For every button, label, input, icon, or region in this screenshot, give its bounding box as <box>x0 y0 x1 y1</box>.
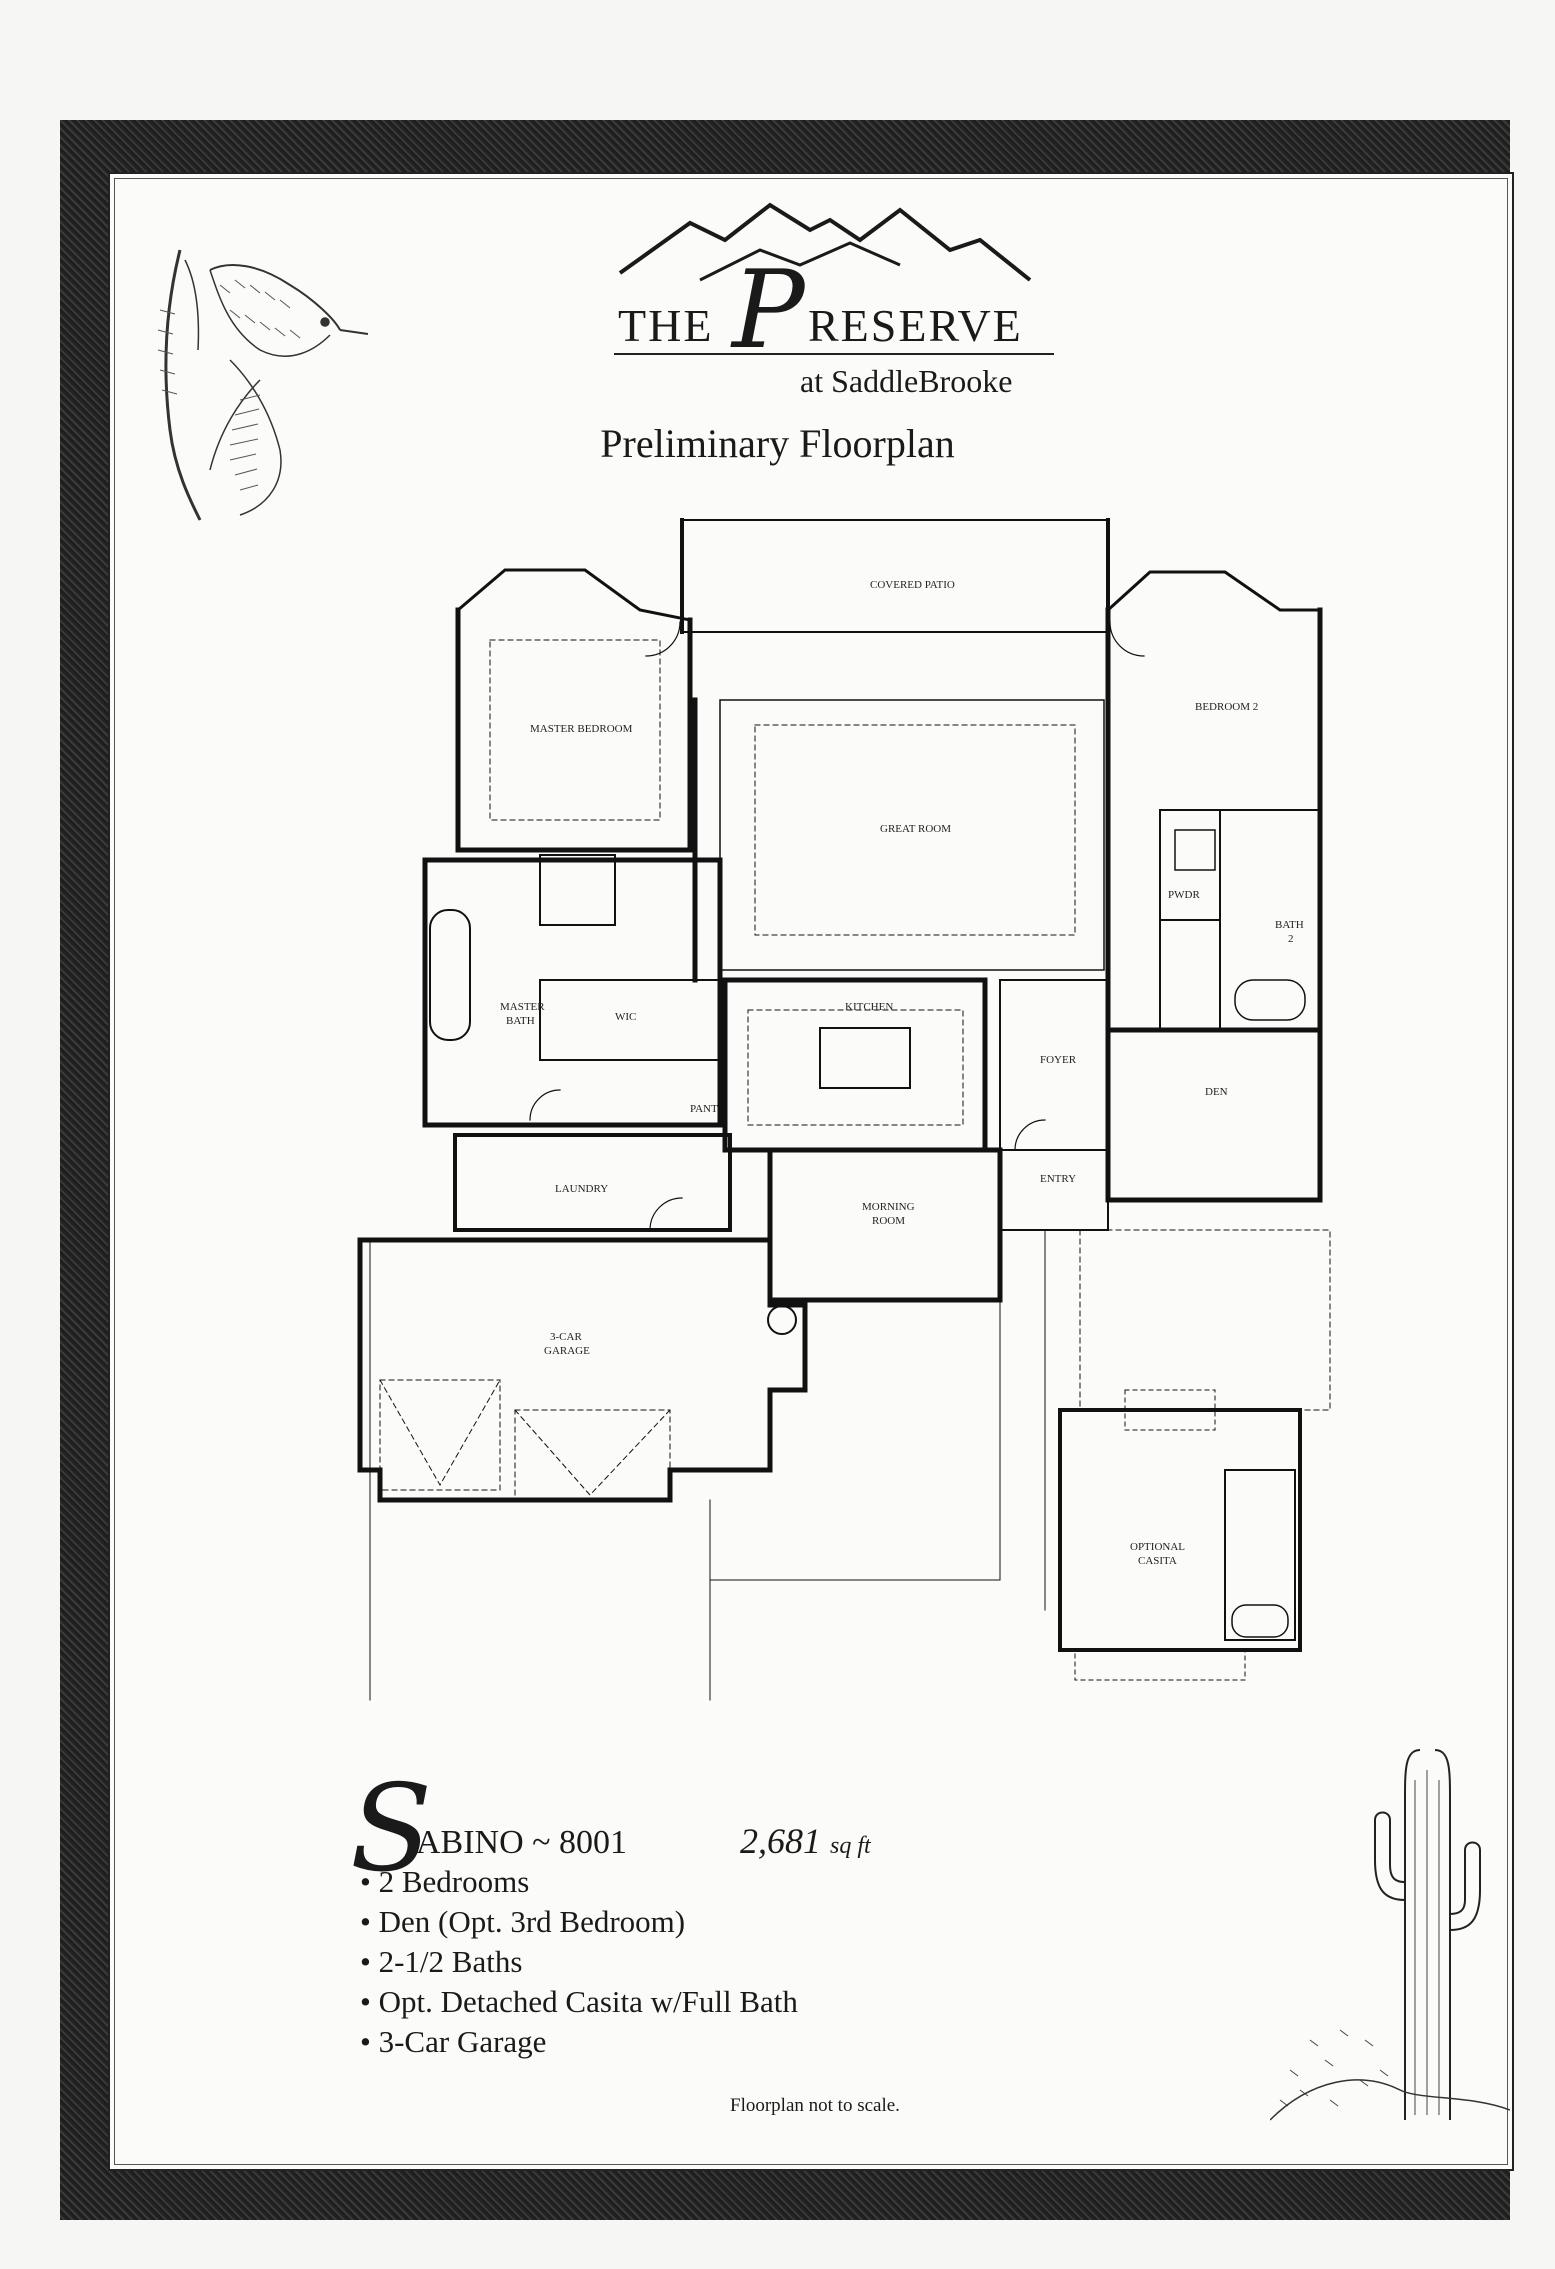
label-kitchen: KITCHEN <box>845 1001 893 1013</box>
label-master-bath-line2: BATH <box>506 1015 535 1027</box>
label-covered-patio: COVERED PATIO <box>870 579 955 591</box>
model-square-footage: 2,681 sq ft <box>740 1820 871 1862</box>
brand-logo: THE P RESERVE at SaddleBrooke <box>600 195 1060 399</box>
label-pantry: PANT <box>690 1103 718 1115</box>
mountain-logo-icon <box>618 202 1032 282</box>
label-master-bath-line1: MASTER <box>500 1001 545 1013</box>
feature-item: 2 Bedrooms <box>360 1862 798 1902</box>
flyer-sheet <box>108 172 1514 2171</box>
label-garage-line1: 3-CAR <box>550 1331 582 1343</box>
feature-item: Den (Opt. 3rd Bedroom) <box>360 1902 798 1942</box>
label-morning-room-line2: ROOM <box>872 1215 905 1227</box>
feature-item: Opt. Detached Casita w/Full Bath <box>360 1982 798 2022</box>
label-laundry: LAUNDRY <box>555 1183 608 1195</box>
sqft-value: 2,681 <box>740 1821 821 1861</box>
floorplan-drawing: COVERED PATIO MASTER BEDROOM GREAT ROOM … <box>357 518 1331 1701</box>
label-garage-line2: GARAGE <box>544 1345 590 1357</box>
label-foyer: FOYER <box>1040 1054 1077 1066</box>
label-den: DEN <box>1205 1086 1228 1098</box>
saguaro-cactus-illustration <box>1270 1749 1510 2121</box>
scale-footnote: Floorplan not to scale. <box>730 2095 900 2116</box>
brand-script-initial: P <box>732 248 805 373</box>
label-casita-line1: OPTIONAL <box>1130 1541 1185 1553</box>
brand-underline <box>614 353 1054 355</box>
model-name: ABINO ~ 8001 <box>416 1824 628 1861</box>
brand-reserve: RESERVE <box>808 300 1023 351</box>
label-master-bedroom: MASTER BEDROOM <box>530 723 633 735</box>
label-bath: BATH <box>1275 919 1304 931</box>
label-casita-line2: CASITA <box>1138 1555 1177 1567</box>
brand-subtitle: at SaddleBrooke <box>800 363 1013 399</box>
sqft-unit: sq ft <box>830 1833 871 1859</box>
brand-the: THE <box>618 300 714 351</box>
label-great-room: GREAT ROOM <box>880 823 951 835</box>
page-title: Preliminary Floorplan <box>600 421 955 466</box>
label-wic: WIC <box>615 1011 636 1023</box>
label-bedroom-2: BEDROOM 2 <box>1195 701 1258 713</box>
label-morning-room-line1: MORNING <box>862 1201 915 1213</box>
label-entry: ENTRY <box>1040 1173 1076 1185</box>
feature-item: 2-1/2 Baths <box>360 1942 798 1982</box>
label-bath-number: 2 <box>1288 933 1294 945</box>
feature-list: 2 Bedrooms Den (Opt. 3rd Bedroom) 2-1/2 … <box>360 1862 798 2062</box>
bird-illustration <box>157 249 369 521</box>
feature-item: 3-Car Garage <box>360 2022 798 2062</box>
label-powder: PWDR <box>1168 889 1200 901</box>
